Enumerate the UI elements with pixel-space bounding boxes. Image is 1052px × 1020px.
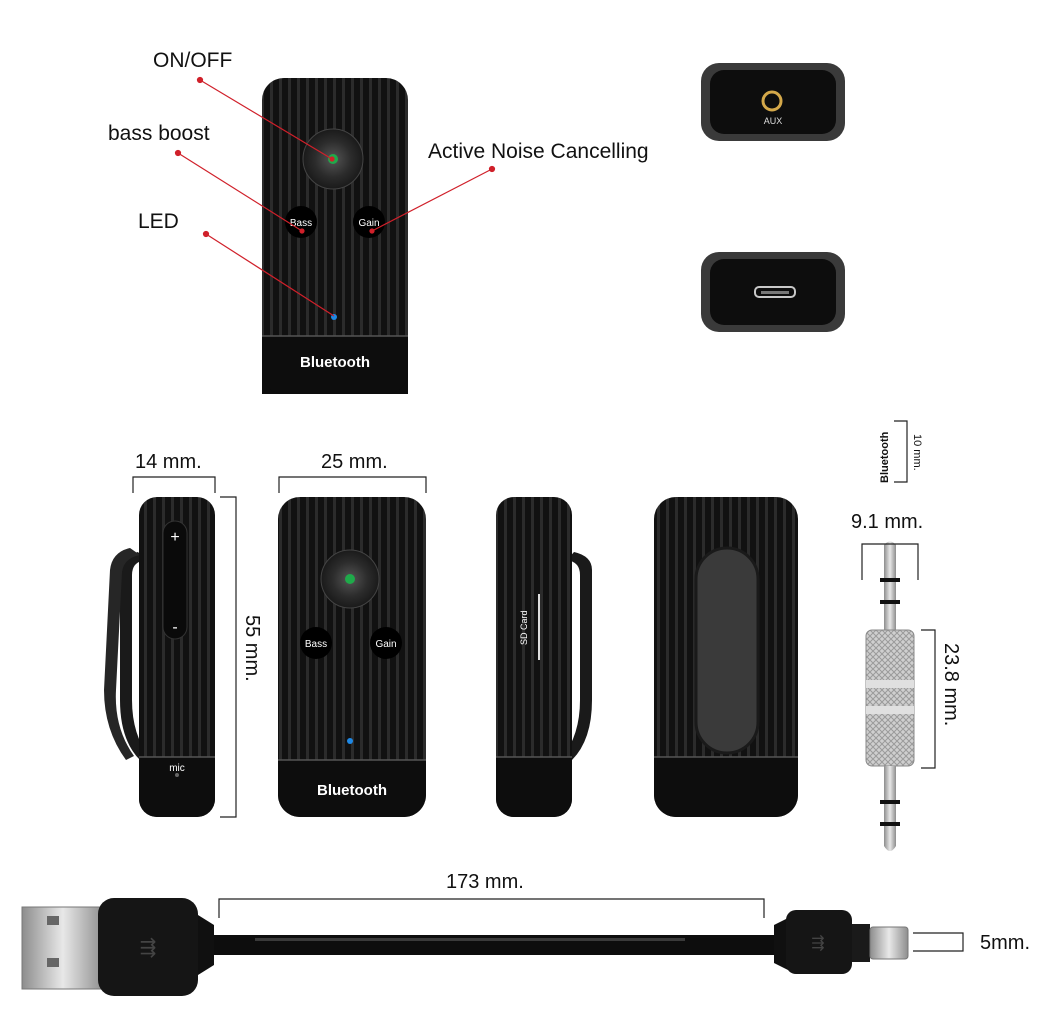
dim-connector-height: 5mm. xyxy=(980,932,1030,954)
callout-on-off: ON/OFF xyxy=(153,49,232,72)
side-view-device: + - mic xyxy=(104,497,215,817)
aux-port-view: AUX xyxy=(701,63,845,141)
sd-side-view: SD Card xyxy=(496,497,592,817)
power-led-middle-icon xyxy=(345,574,355,584)
bass-button-middle xyxy=(300,627,332,659)
gain-button-middle xyxy=(370,627,402,659)
gain-button-top xyxy=(353,206,385,238)
dim-jack-length-bracket xyxy=(921,629,936,769)
dim-jack-width: 9.1 mm. xyxy=(851,511,923,533)
dim-cable-length: 173 mm. xyxy=(446,871,524,893)
aux-jack-icon xyxy=(761,90,783,112)
dim-side-width-bracket xyxy=(132,476,216,493)
dim-front-width: 25 mm. xyxy=(321,451,388,473)
usb-port-view xyxy=(701,252,845,332)
usb-cable: ⇶ ⇶ xyxy=(21,898,909,996)
usb-trident-icon: ⇶ xyxy=(140,937,157,959)
status-led-middle-icon xyxy=(347,738,353,744)
brand-label-middle: Bluetooth xyxy=(317,782,387,799)
callout-lines xyxy=(174,76,496,317)
micro-usb-port-icon xyxy=(754,286,796,298)
dim-cable-bracket xyxy=(218,898,765,918)
dim-jack-width-bracket xyxy=(861,543,919,580)
dim-front-width-bracket xyxy=(278,476,427,493)
bass-button-label-top: Bass xyxy=(290,218,312,229)
audio-jack-adapter xyxy=(865,541,915,851)
bass-button-label-middle: Bass xyxy=(305,639,327,650)
dim-height-bracket xyxy=(220,496,237,818)
bass-button-top xyxy=(285,206,317,238)
gain-button-label-middle: Gain xyxy=(375,639,396,650)
front-device-middle: Bluetooth Bass Gain xyxy=(278,497,426,817)
back-view-device xyxy=(654,497,798,817)
sd-card-label: SD Card xyxy=(519,610,529,645)
logo-sample: Bluetooth xyxy=(879,431,891,483)
front-device-top: Bluetooth Bass Gain xyxy=(262,78,408,394)
clip-plate xyxy=(694,546,760,755)
aux-label: AUX xyxy=(764,116,783,126)
dim-logo-height: 10 mm. xyxy=(911,434,923,471)
brand-label-top: Bluetooth xyxy=(300,354,370,371)
volume-minus-label: - xyxy=(172,619,177,636)
volume-rocker xyxy=(162,520,188,640)
mic-hole-icon xyxy=(175,773,179,777)
dim-side-width: 14 mm. xyxy=(135,451,202,473)
dim-connector-bracket xyxy=(913,932,964,952)
callout-anc: Active Noise Cancelling xyxy=(428,140,649,163)
callout-led: LED xyxy=(138,210,179,233)
usb-trident-small-icon: ⇶ xyxy=(811,934,824,952)
volume-plus-label: + xyxy=(170,529,179,546)
dim-logo-bracket xyxy=(894,420,908,483)
gain-button-label-top: Gain xyxy=(358,218,379,229)
dim-height: 55 mm. xyxy=(241,615,263,682)
mic-label: mic xyxy=(169,763,185,774)
dim-jack-length: 23.8 mm. xyxy=(940,643,962,726)
callout-bass-boost: bass boost xyxy=(108,122,210,145)
